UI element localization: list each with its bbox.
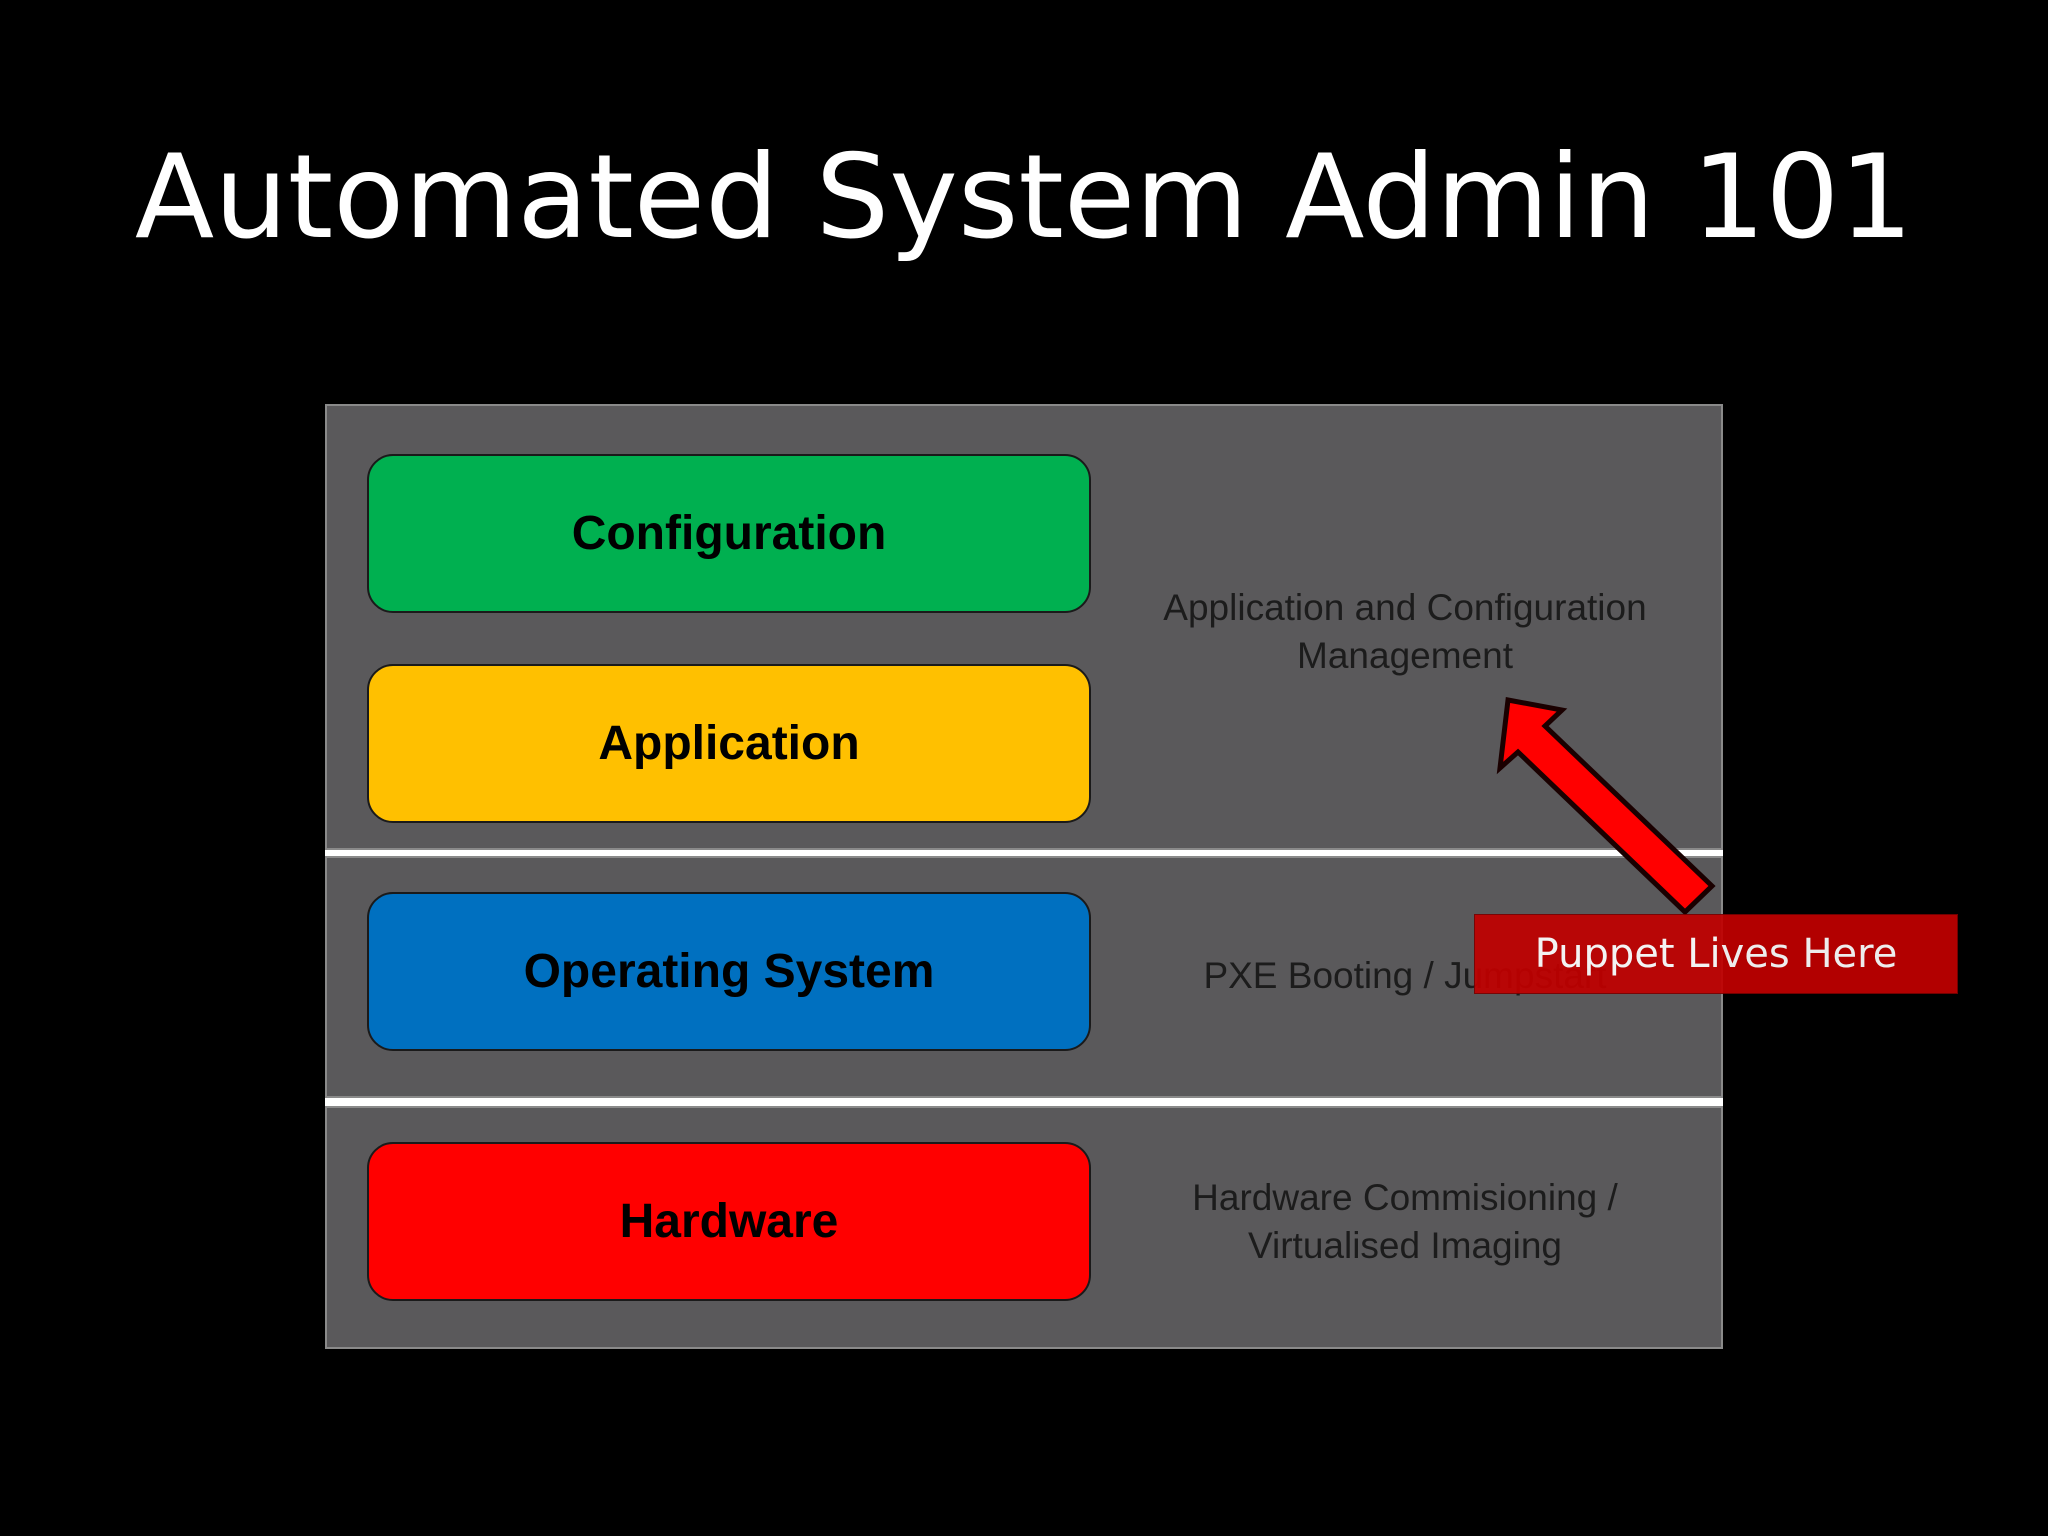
label-hardware-commisioning: Hardware Commisioning / Virtualised Imag… [1115, 1174, 1695, 1270]
layer-diagram: Configuration Application Operating Syst… [325, 404, 1723, 1349]
arrow-shape [1496, 697, 1716, 916]
layer-operating-system: Operating System [367, 892, 1091, 1051]
callout-puppet-lives-here: Puppet Lives Here [1474, 914, 1958, 994]
label-app-config-management: Application and Configuration Management [1115, 584, 1695, 680]
label-hardware-line1: Hardware Commisioning / [1192, 1177, 1618, 1218]
layer-hardware: Hardware [367, 1142, 1091, 1301]
slide-title: Automated System Admin 101 [134, 130, 1914, 265]
label-app-config-line2: Management [1297, 635, 1513, 676]
layer-application: Application [367, 664, 1091, 823]
label-app-config-line1: Application and Configuration [1163, 587, 1647, 628]
label-hardware-line2: Virtualised Imaging [1248, 1225, 1562, 1266]
layer-configuration: Configuration [367, 454, 1091, 613]
pointer-arrow-icon [1496, 697, 1716, 916]
